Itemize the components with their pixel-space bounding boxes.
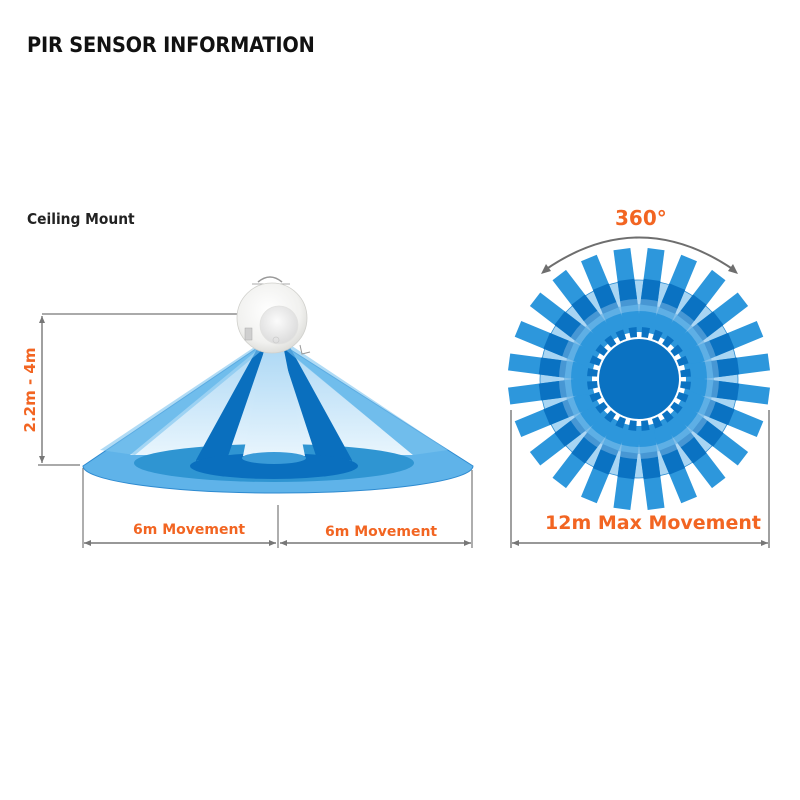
radial-coverage-diagram: [508, 248, 770, 510]
page-title: PIR SENSOR INFORMATION: [27, 33, 315, 57]
right-range-label: 6m Movement: [325, 524, 438, 540]
pir-sensor-device: [236, 276, 311, 355]
side-view-dimensions: [38, 313, 473, 548]
coverage-dimensions: [510, 236, 770, 548]
ceiling-mount-heading: Ceiling Mount: [27, 210, 135, 228]
max-diameter-label: 12m Max Movement: [545, 512, 761, 534]
mount-height-label: 2.2m - 4m: [21, 347, 39, 433]
coverage-angle-label: 360°: [615, 206, 667, 230]
left-range-label: 6m Movement: [133, 522, 246, 538]
detection-cone: [82, 337, 474, 494]
